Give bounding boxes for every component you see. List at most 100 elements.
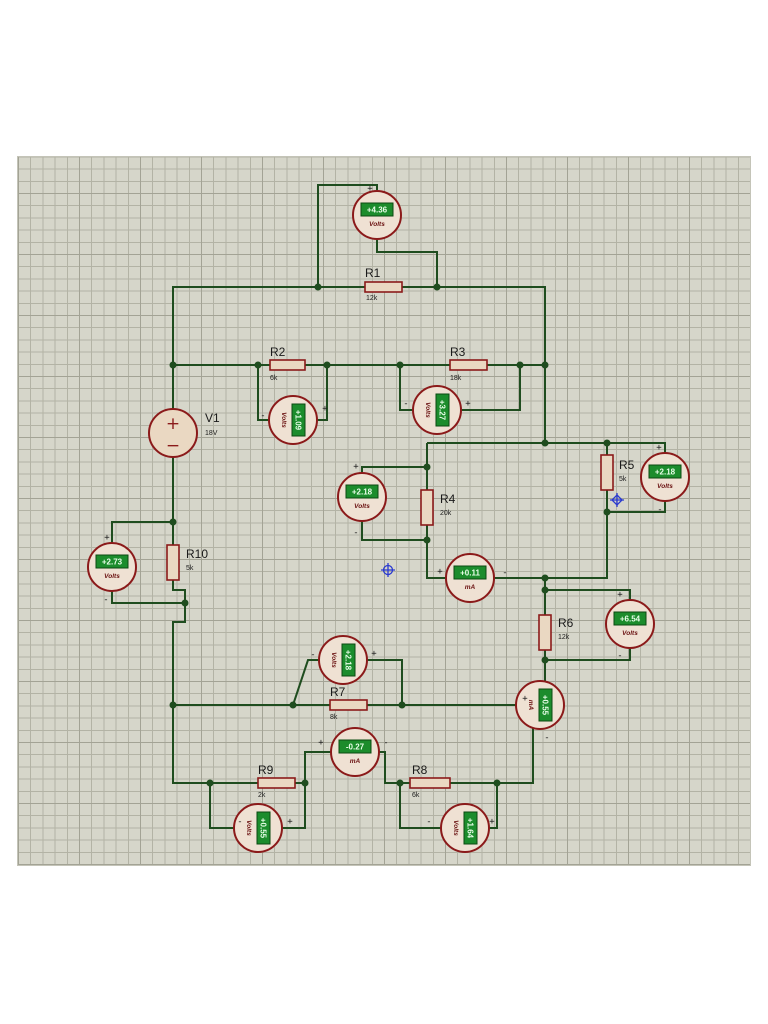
voltmeter-across-r2[interactable]: +1.09 Volts <box>268 395 318 445</box>
terminal-minus: - <box>617 651 622 661</box>
meter-reading: +0.55 <box>259 818 268 839</box>
resistor-r4[interactable]: R4 20k <box>420 489 456 526</box>
resistor-r10[interactable]: R10 5k <box>166 544 208 581</box>
resistor-r3[interactable]: R3 18k <box>449 345 488 382</box>
junction-dot <box>423 463 431 471</box>
meter-reading: +0.11 <box>460 569 480 578</box>
ammeter-r4-branch[interactable]: +0.11 mA <box>445 553 495 603</box>
meter-reading: +2.18 <box>352 488 373 497</box>
junction-dot <box>541 361 549 369</box>
meter-display <box>648 464 682 479</box>
wire <box>292 659 319 706</box>
resistor-designator: R6 <box>558 616 574 630</box>
terminal-minus: - <box>544 733 549 743</box>
wire <box>461 365 521 411</box>
resistor-r2[interactable]: R2 6k <box>269 345 306 382</box>
junction-dot <box>181 599 189 607</box>
terminal-minus: - <box>502 568 507 578</box>
voltage-source-v1[interactable]: + − V1 18V <box>148 408 220 458</box>
resistor-designator: R1 <box>365 266 381 280</box>
junction-dot <box>541 574 549 582</box>
terminal-plus: + <box>371 649 377 659</box>
resistor-body <box>600 454 614 491</box>
terminal-plus: + <box>104 533 110 543</box>
resistor-r6[interactable]: R6 12k <box>538 614 574 651</box>
voltmeter-across-r9[interactable]: +0.55 Volts <box>233 803 283 853</box>
resistor-body <box>449 359 488 371</box>
resistor-r8[interactable]: R8 6k <box>409 763 451 799</box>
voltmeter-across-r8[interactable]: +1.64 Volts <box>440 803 490 853</box>
resistor-value: 6k <box>270 375 278 382</box>
meter-reading: +2.18 <box>344 650 353 671</box>
meter-display <box>291 403 306 437</box>
wire <box>402 286 546 443</box>
ammeter-series[interactable]: +0.55 mA <box>515 680 565 730</box>
resistor-designator: R5 <box>619 458 635 472</box>
resistor-r5[interactable]: R5 5k <box>600 454 635 491</box>
resistor-value: 5k <box>186 565 194 572</box>
voltmeter-across-r7[interactable]: +2.18 Volts <box>318 635 368 685</box>
terminal-plus: + <box>465 399 471 409</box>
terminal-plus: + <box>287 817 293 827</box>
meter-unit: Volts <box>622 630 638 637</box>
crosshair-lines <box>381 563 395 577</box>
terminal-plus: + <box>322 404 328 414</box>
wire <box>607 501 666 513</box>
terminal-plus: + <box>489 817 495 827</box>
resistor-designator: R8 <box>412 763 428 777</box>
voltmeter-across-r1[interactable]: +4.36 Volts <box>352 190 402 240</box>
terminal-minus: - <box>353 528 358 538</box>
resistor-designator: R7 <box>330 685 346 699</box>
resistor-r9[interactable]: R9 2k <box>257 763 296 799</box>
voltmeter-across-r3[interactable]: +3.27 Volts <box>412 385 462 435</box>
terminal-minus: - <box>103 595 108 605</box>
wire <box>111 521 173 543</box>
junction-dot <box>423 536 431 544</box>
meter-reading: +6.54 <box>620 615 641 624</box>
junction-dot <box>289 701 297 709</box>
crosshair-icon[interactable] <box>381 563 395 577</box>
terminal-plus: + <box>437 567 443 577</box>
junction-dot <box>433 283 441 291</box>
junction-dot <box>398 701 406 709</box>
resistor-r1[interactable]: R1 12k <box>364 266 403 302</box>
ammeter-r9-r8-branch[interactable]: -0.27 mA <box>330 727 380 777</box>
junction-dot <box>541 439 549 447</box>
resistor-body <box>538 614 552 651</box>
meter-unit: Volts <box>245 820 252 836</box>
meter-reading: +1.64 <box>466 818 475 839</box>
wire <box>361 466 427 473</box>
voltmeter-across-r5[interactable]: +2.18 Volts <box>640 452 690 502</box>
resistor-designator: R10 <box>186 547 208 561</box>
wire <box>367 659 403 705</box>
resistor-r7[interactable]: R7 8k <box>329 685 368 721</box>
terminal-minus: - <box>403 399 408 409</box>
resistor-designator: R4 <box>440 492 456 506</box>
resistor-designator: R9 <box>258 763 274 777</box>
meter-reading: +3.27 <box>438 400 447 421</box>
voltmeter-across-r4[interactable]: +2.18 Volts <box>337 472 387 522</box>
meter-reading: +1.09 <box>294 410 303 431</box>
meter-display <box>613 611 647 626</box>
resistor-value: 12k <box>366 295 378 302</box>
meter-display <box>256 811 271 845</box>
terminal-minus: - <box>260 411 265 421</box>
resistor-body <box>409 777 451 789</box>
terminal-minus: - <box>426 817 431 827</box>
crosshair-icon[interactable] <box>610 493 624 507</box>
meter-display <box>453 565 487 580</box>
junction-dot <box>396 361 404 369</box>
resistor-body <box>364 281 403 293</box>
meter-unit: Volts <box>330 652 337 668</box>
voltmeter-across-r10[interactable]: +2.73 Volts <box>87 542 137 592</box>
terminal-plus: + <box>522 694 528 704</box>
voltmeter-across-r6[interactable]: +6.54 Volts <box>605 599 655 649</box>
junction-dot <box>396 779 404 787</box>
junction-dot <box>169 361 177 369</box>
resistor-value: 12k <box>558 634 570 641</box>
meter-display <box>538 688 553 722</box>
resistor-value: 6k <box>412 792 420 799</box>
resistor-designator: R3 <box>450 345 466 359</box>
meter-display <box>435 393 450 427</box>
